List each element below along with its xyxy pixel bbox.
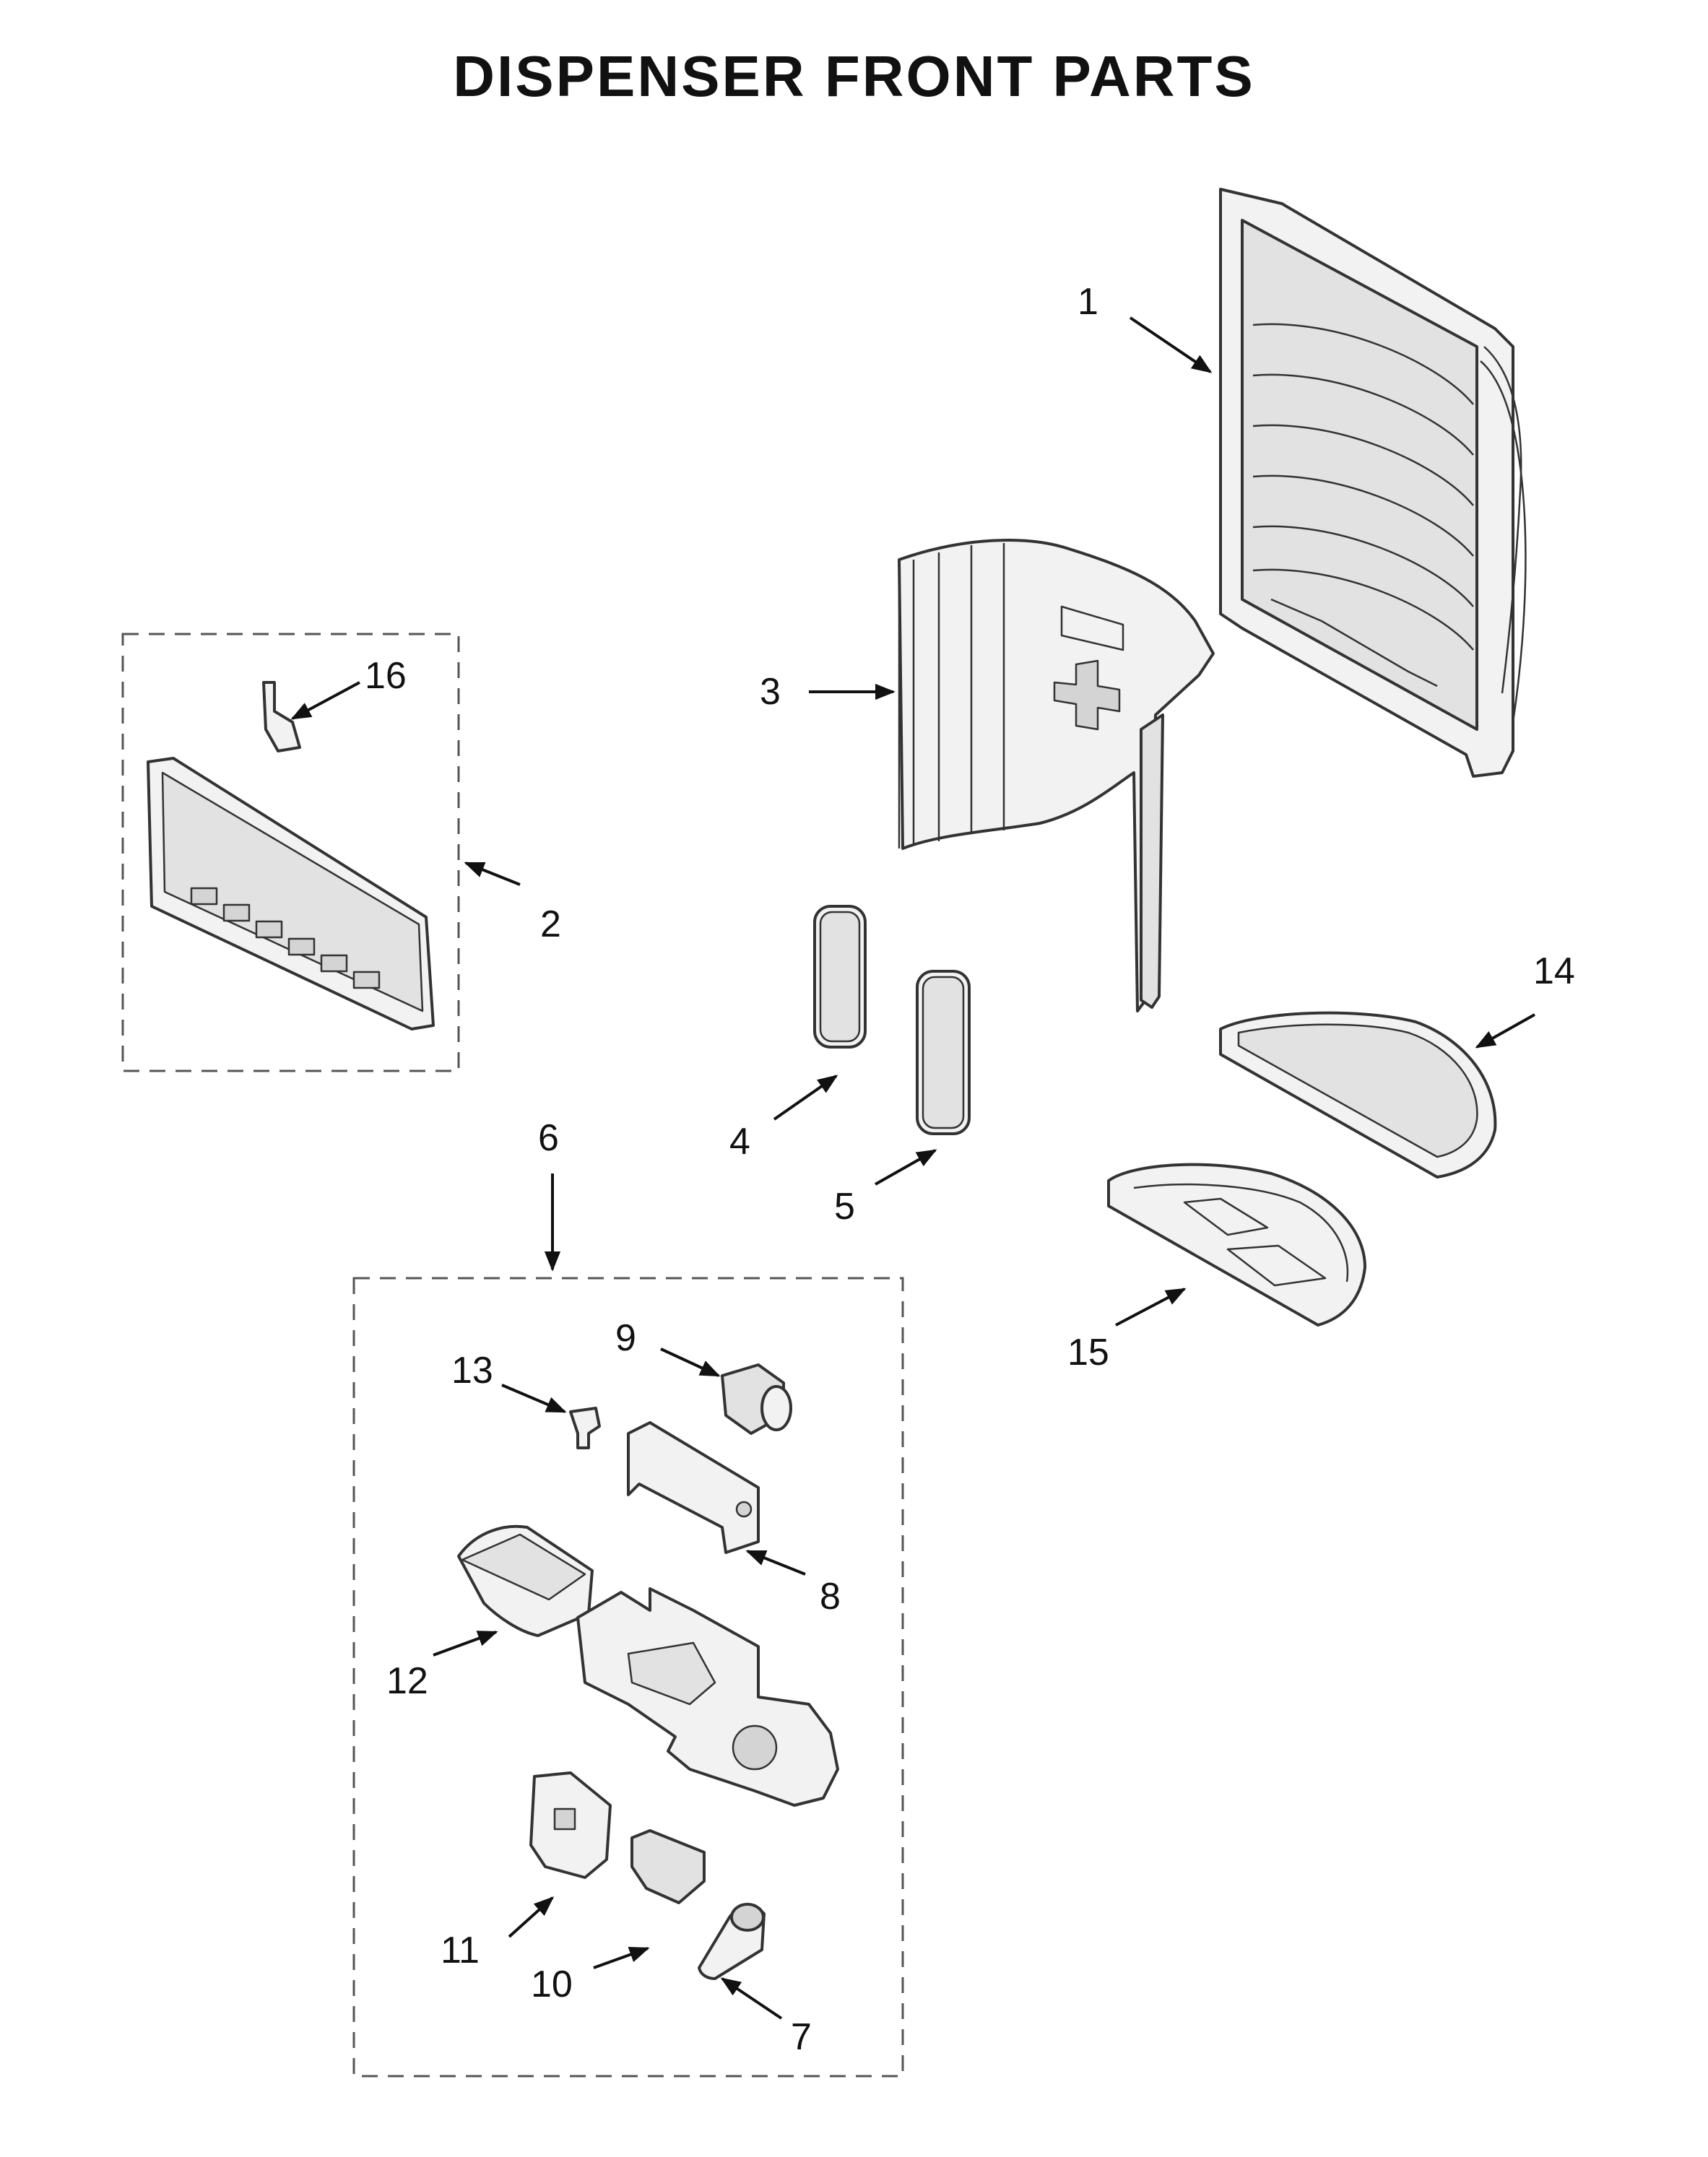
callout-3: 3: [760, 671, 781, 713]
callout-9: 9: [615, 1317, 636, 1359]
part-8-bracket: [627, 1421, 760, 1554]
callout-15: 15: [1067, 1332, 1109, 1373]
part-3-dispenser-duct: [898, 539, 1215, 1012]
part-7-fitting: [698, 1903, 766, 1980]
part-13-fastener: [569, 1407, 601, 1449]
callout-14: 14: [1533, 950, 1575, 992]
part-1-dispenser-housing: [1219, 188, 1527, 778]
part-11-cover: [529, 1771, 612, 1879]
callout-5: 5: [834, 1186, 855, 1228]
callout-2: 2: [540, 903, 561, 945]
dispenser-base-assembly: [576, 1587, 839, 1807]
callout-6: 6: [538, 1117, 559, 1159]
part-2-group-box: [121, 633, 460, 1072]
callout-4: 4: [729, 1121, 750, 1163]
callout-1: 1: [1078, 281, 1098, 323]
part-9-motor: [721, 1363, 792, 1435]
callout-8: 8: [820, 1576, 841, 1618]
part-15-drip-grille: [1107, 1163, 1366, 1327]
callout-10: 10: [531, 1963, 573, 2005]
part-10-switch: [630, 1829, 706, 1904]
callout-16: 16: [365, 655, 407, 697]
callout-arrows: [290, 316, 1535, 2020]
callout-12: 12: [386, 1660, 428, 1702]
part-12-ice-chute-door: [457, 1524, 594, 1637]
part-2-control-panel: [147, 757, 435, 1030]
callout-13: 13: [451, 1350, 493, 1392]
part-14-drip-tray: [1219, 1011, 1497, 1179]
part-5-pad: [916, 970, 971, 1135]
part-6-group-box: [352, 1277, 904, 2078]
callout-7: 7: [791, 2016, 812, 2058]
part-16-connector: [262, 681, 301, 752]
callout-labels: 1 2 3 4 5 6 7 8 9 10 11 12 13 14 15 16: [365, 281, 1575, 2058]
callout-11: 11: [441, 1930, 480, 1971]
diagram-title: DISPENSER FRONT PARTS: [453, 44, 1255, 108]
part-4-pad: [813, 905, 867, 1049]
